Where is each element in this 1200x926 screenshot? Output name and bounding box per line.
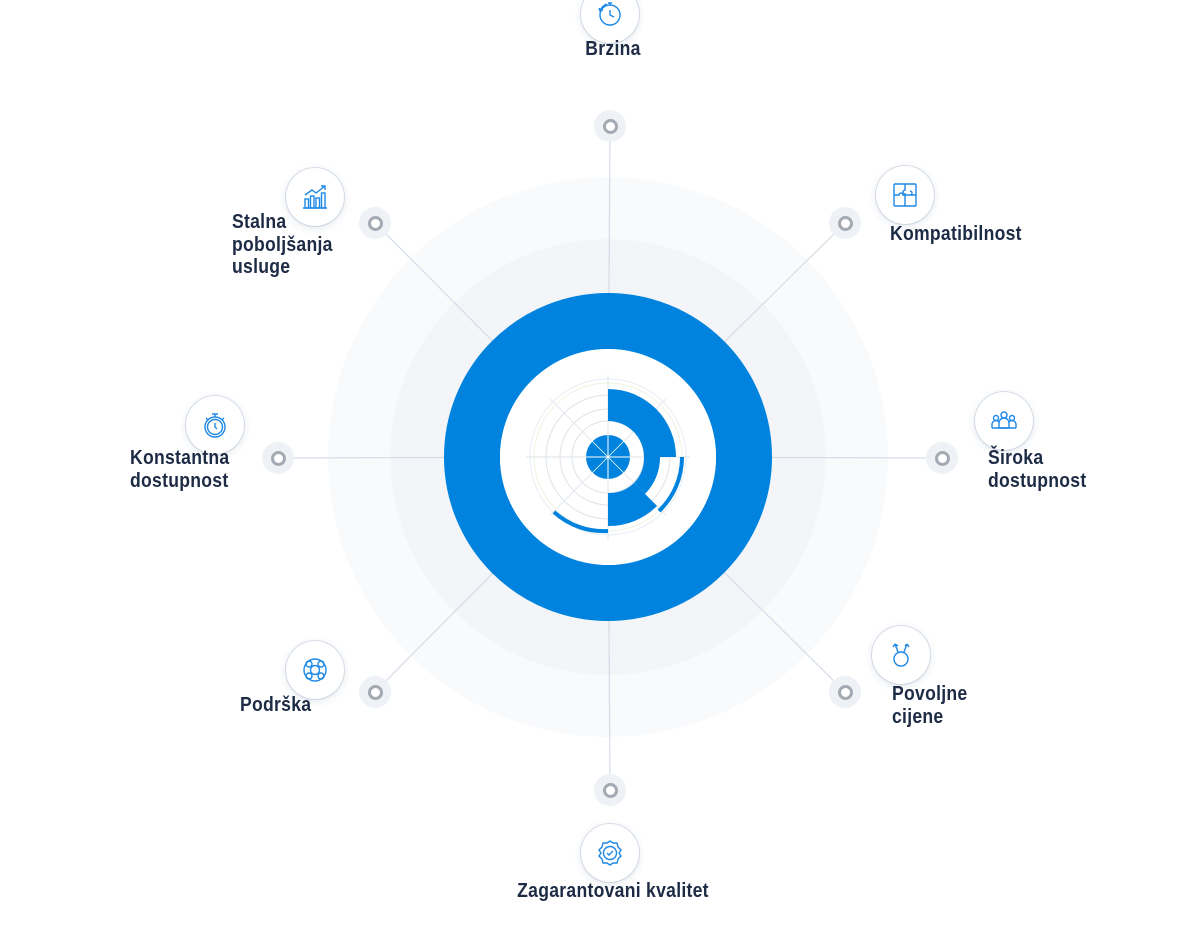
feature-button-konstantna-dostupnost[interactable] (186, 396, 244, 454)
feature-button-stalna-poboljsanja[interactable] (286, 168, 344, 226)
main-blue-ring (444, 293, 772, 621)
feature-button-kompatibilnost[interactable] (876, 166, 934, 224)
feature-button-zagarantovani-kvalitet[interactable] (581, 824, 639, 882)
price-arrows-icon (886, 640, 916, 670)
feature-label-zagarantovani-kvalitet: Zagarantovani kvalitet (517, 880, 709, 902)
feature-button-siroka-dostupnost[interactable] (975, 392, 1033, 450)
connector-node-siroka-dostupnost (926, 442, 958, 474)
quality-badge-icon (595, 838, 625, 868)
stopwatch-icon (200, 410, 230, 440)
feature-button-podrska[interactable] (286, 641, 344, 699)
lifebuoy-icon (300, 655, 330, 685)
connector-node-povoljne-cijene (829, 676, 861, 708)
feature-label-siroka-dostupnost: Široka dostupnost (988, 447, 1087, 492)
connector-node-zagarantovani-kvalitet (594, 774, 626, 806)
feature-label-podrska: Podrška (240, 694, 312, 716)
feature-label-konstantna-dostupnost: Konstantna dostupnost (130, 447, 230, 492)
puzzle-icon (890, 180, 920, 210)
stopwatch-cycle-icon (595, 0, 625, 29)
connector-node-kompatibilnost (829, 207, 861, 239)
feature-button-povoljne-cijene[interactable] (872, 626, 930, 684)
connector-node-podrska (359, 676, 391, 708)
connector-node-konstantna-dostupnost (262, 442, 294, 474)
feature-label-kompatibilnost: Kompatibilnost (890, 223, 1022, 245)
center-emblem (526, 375, 690, 539)
connector-node-stalna-poboljsanja (359, 207, 391, 239)
growth-chart-icon (300, 182, 330, 212)
connector-node-brzina (594, 110, 626, 142)
people-group-icon (989, 406, 1019, 436)
feature-label-stalna-poboljsanja: Stalna poboljšanja usluge (232, 211, 333, 278)
feature-label-brzina: Brzina (585, 38, 641, 60)
feature-label-povoljne-cijene: Povoljne cijene (892, 683, 968, 728)
